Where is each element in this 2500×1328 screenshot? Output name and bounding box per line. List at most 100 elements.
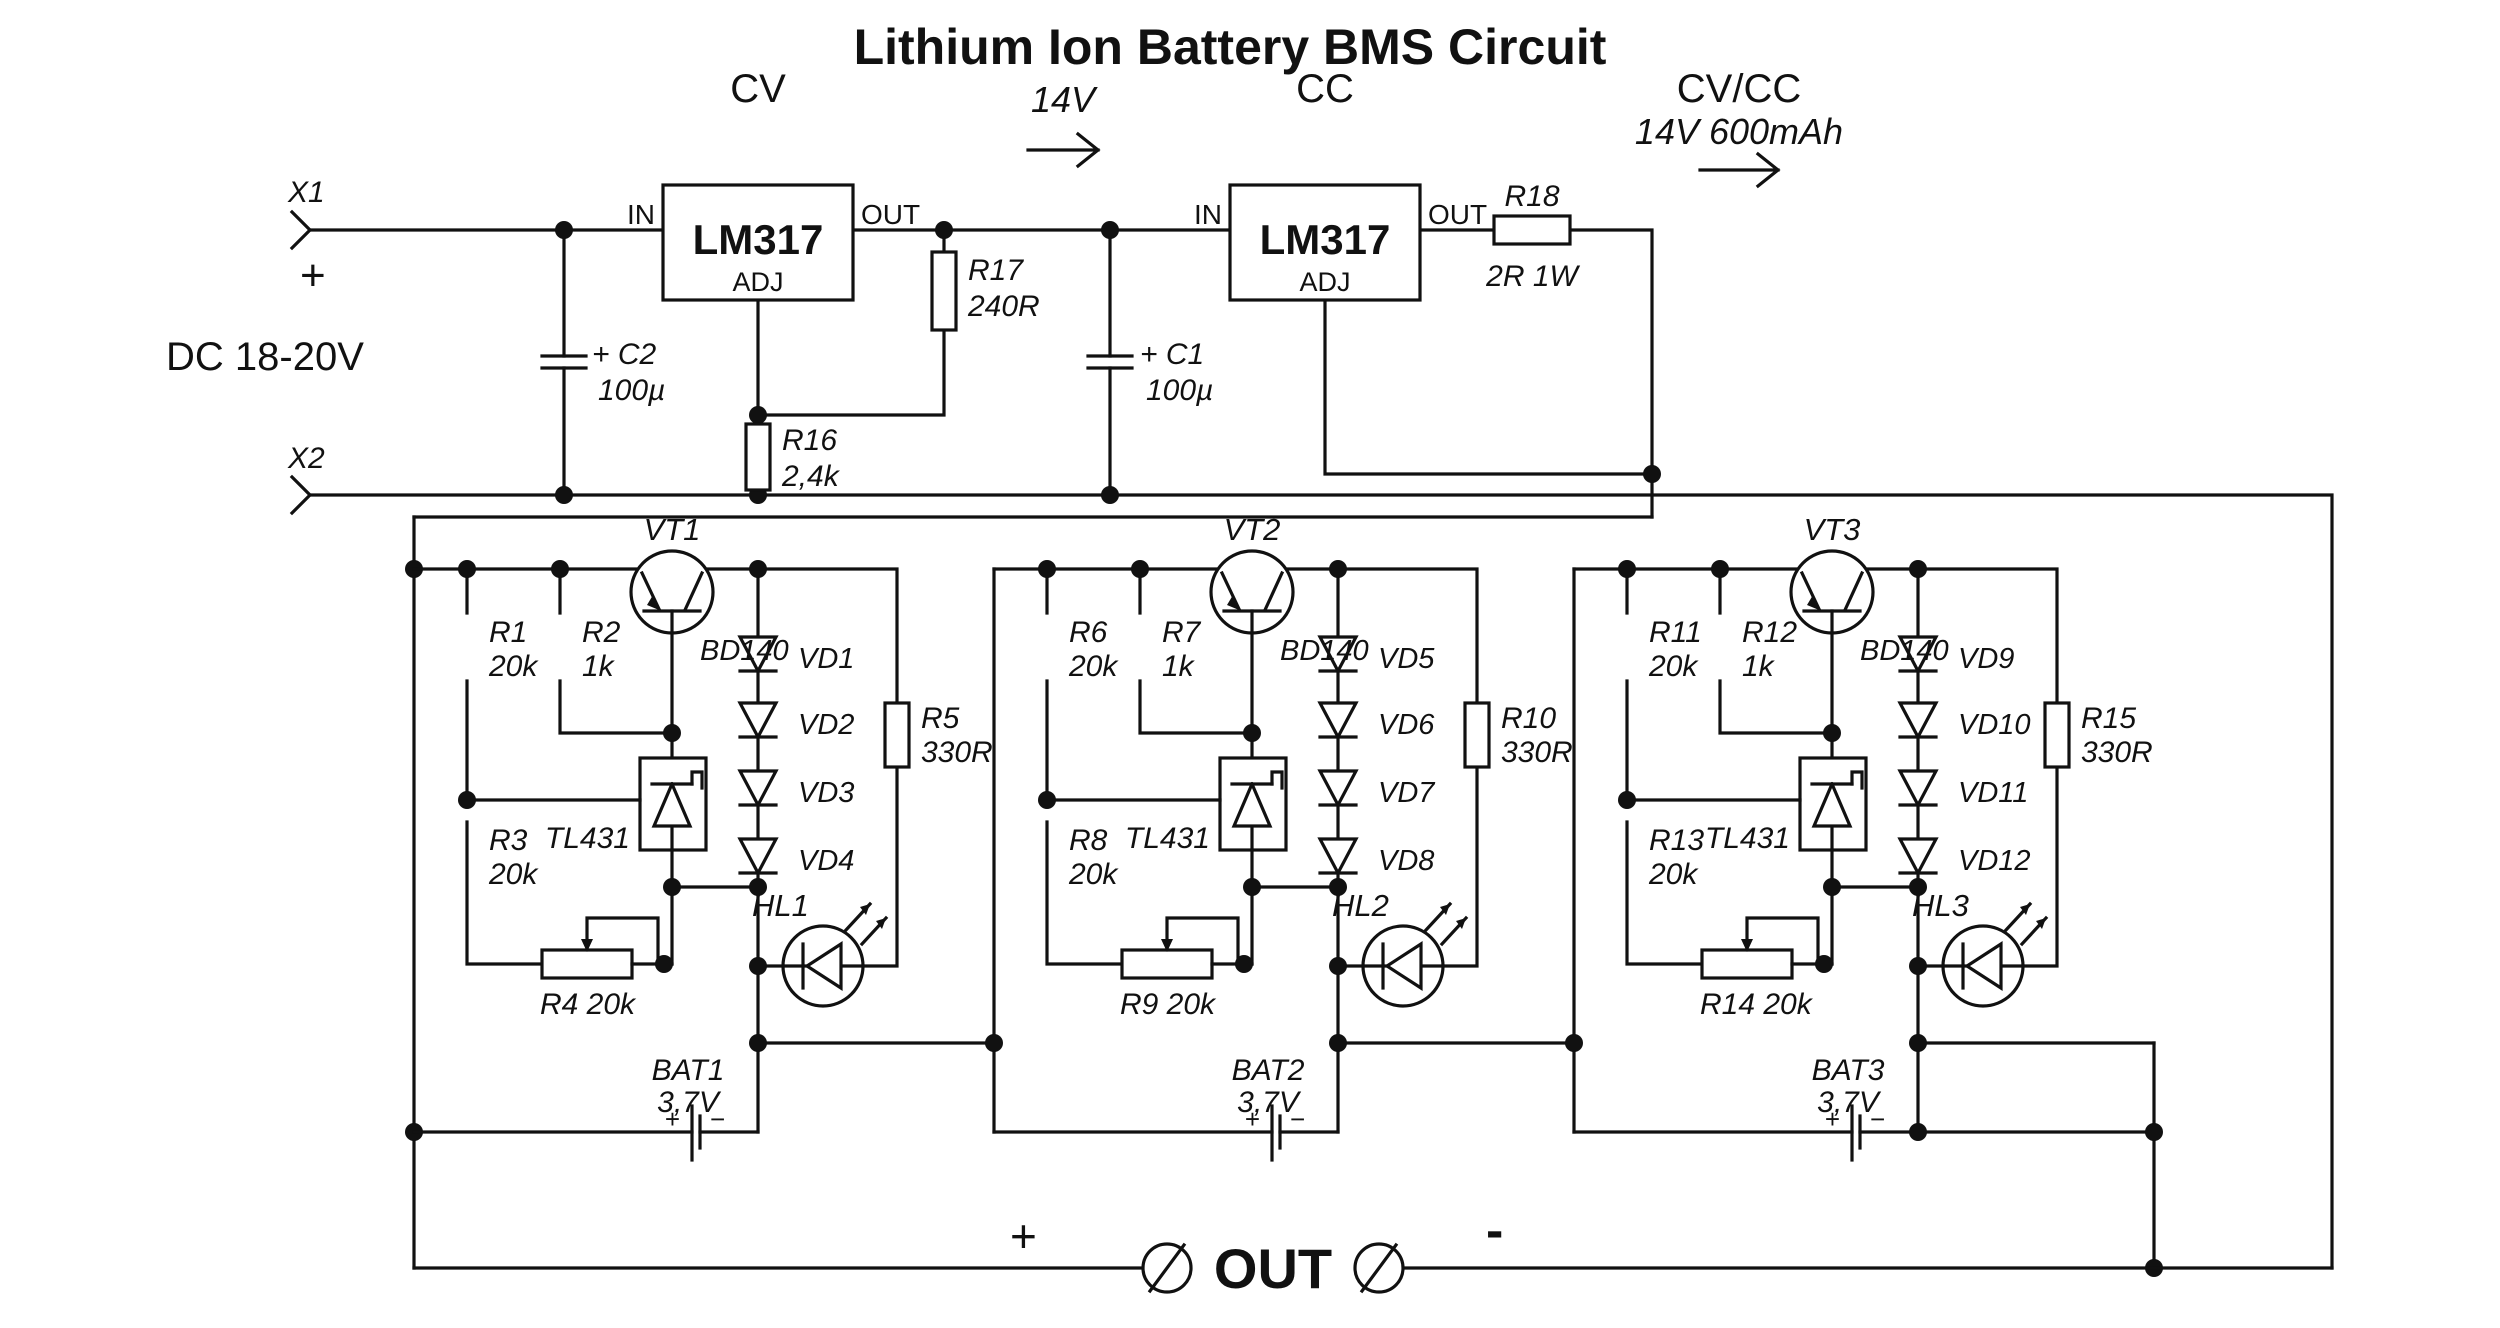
r4-label: R4 20k (540, 988, 637, 1021)
r2-value: 1k (582, 650, 616, 683)
r17-value: 240R (967, 290, 1040, 323)
r6-name: R6 (1069, 616, 1108, 649)
vd2-label: VD2 (798, 709, 854, 741)
lm317-cv-pin-in: IN (627, 199, 655, 230)
r16-name: R16 (782, 424, 837, 457)
lm317-cc-pin-out: OUT (1428, 199, 1487, 230)
r11-value: 20k (1648, 650, 1699, 683)
r15-name: R15 (2081, 702, 2136, 735)
r5-name: R5 (921, 702, 960, 735)
bat2-minus: − (1290, 1104, 1305, 1134)
bat1-voltage: 3,7V (657, 1086, 722, 1119)
x2-label: X2 (287, 442, 325, 475)
vt2-type-label: BD140 (1280, 635, 1369, 667)
vt1-label: VT1 (644, 512, 701, 547)
vd10-label: VD10 (1958, 709, 2031, 741)
r14-label: R14 20k (1700, 988, 1814, 1021)
output-plus-label: + (1010, 1210, 1037, 1262)
pack-links (985, 567, 2163, 1277)
bat2-plus: + (1245, 1104, 1260, 1134)
r3-value: 20k (488, 858, 539, 891)
bat3-plus: + (1825, 1104, 1840, 1134)
resistor-r18: R18 2R 1W (1485, 180, 1580, 293)
charger-wiring (308, 221, 2334, 1270)
capacitor-c1: + C1 100µ (1086, 338, 1213, 407)
r3-name: R3 (489, 824, 528, 857)
regulator-lm317-cc: LM317 IN OUT ADJ (1194, 183, 1487, 302)
bat1-minus: − (710, 1104, 725, 1134)
vd12-label: VD12 (1958, 845, 2031, 877)
cell-block-1: VT1 BD140 R1 20k R2 1k R3 20k TL431 R4 2… (412, 512, 996, 1162)
r9-label: R9 20k (1120, 988, 1217, 1021)
flow-arrow-14v (1026, 131, 1101, 169)
vd7-label: VD7 (1378, 777, 1436, 809)
page-title: Lithium Ion Battery BMS Circuit (854, 19, 1607, 75)
hl1-label: HL1 (752, 888, 809, 923)
r11-name: R11 (1649, 616, 1702, 649)
r10-name: R10 (1501, 702, 1556, 735)
r1-name: R1 (489, 616, 527, 649)
r10-value: 330R (1501, 736, 1573, 769)
vd11-label: VD11 (1958, 777, 2028, 809)
r8-name: R8 (1069, 824, 1108, 857)
r12-value: 1k (1742, 650, 1776, 683)
hl2-label: HL2 (1332, 888, 1389, 923)
hl3-label: HL3 (1912, 888, 1969, 923)
r2-name: R2 (582, 616, 621, 649)
r15-value: 330R (2081, 736, 2153, 769)
regulator-lm317-cv: LM317 IN OUT ADJ (627, 183, 920, 302)
r8-value: 20k (1068, 858, 1119, 891)
lm317-cv-name: LM317 (693, 216, 824, 263)
vd9-label: VD9 (1958, 643, 2014, 675)
r18-name: R18 (1504, 180, 1559, 213)
vd6-label: VD6 (1378, 709, 1435, 741)
lm317-cc-name: LM317 (1260, 216, 1391, 263)
lm317-cc-pin-in: IN (1194, 199, 1222, 230)
bat1-plus: + (665, 1104, 680, 1134)
r7-value: 1k (1162, 650, 1196, 683)
r13-value: 20k (1648, 858, 1699, 891)
bat3-minus: − (1870, 1104, 1885, 1134)
r18-value: 2R 1W (1485, 260, 1580, 293)
resistor-r17: R17 240R (930, 250, 1040, 332)
vd8-label: VD8 (1378, 845, 1434, 877)
r5-value: 330R (921, 736, 993, 769)
bat3-name: BAT3 (1812, 1054, 1885, 1087)
vt2-label: VT2 (1224, 512, 1281, 547)
vd1-label: VD1 (798, 643, 854, 675)
bat1-name: BAT1 (652, 1054, 725, 1087)
x1-plus-label: + (300, 251, 326, 300)
flow-arrow-cvcc (1698, 151, 1781, 189)
connector-x1: X1 + (287, 176, 326, 300)
r16-value: 2,4k (781, 460, 841, 493)
r13-name: R13 (1649, 824, 1704, 857)
connector-x2: X2 (287, 442, 325, 516)
tl431-label-2: TL431 (1125, 822, 1210, 855)
r17-name: R17 (968, 254, 1024, 287)
output-mode-label: CV/CC (1677, 67, 1801, 111)
output-rating-label: 14V 600mAh (1635, 111, 1843, 152)
vt3-type-label: BD140 (1860, 635, 1949, 667)
cell-block-3: VT3 BD140 R11 20k R12 1k R13 20k TL431 R… (1572, 512, 2156, 1162)
vt3-label: VT3 (1804, 512, 1861, 547)
bat2-voltage: 3,7V (1237, 1086, 1302, 1119)
vd3-label: VD3 (798, 777, 854, 809)
output-terminal-label: OUT (1214, 1237, 1332, 1300)
output-section: + OUT - (412, 1202, 2334, 1300)
vd5-label: VD5 (1378, 643, 1435, 675)
tl431-label-3: TL431 (1705, 822, 1790, 855)
x1-label: X1 (287, 176, 325, 209)
c1-name: + C1 (1140, 338, 1204, 371)
resistor-r16: R16 2,4k (744, 422, 841, 493)
c2-value: 100µ (598, 374, 665, 407)
lm317-cv-pin-adj: ADJ (732, 267, 783, 297)
r1-value: 20k (488, 650, 539, 683)
c1-value: 100µ (1146, 374, 1213, 407)
cv-stage-label: CV (730, 67, 786, 111)
cell-block-2: VT2 BD140 R6 20k R7 1k R8 20k TL431 R9 2… (992, 512, 1576, 1162)
cc-stage-label: CC (1296, 67, 1354, 111)
r6-value: 20k (1068, 650, 1119, 683)
capacitor-c2: + C2 100µ (540, 338, 665, 407)
